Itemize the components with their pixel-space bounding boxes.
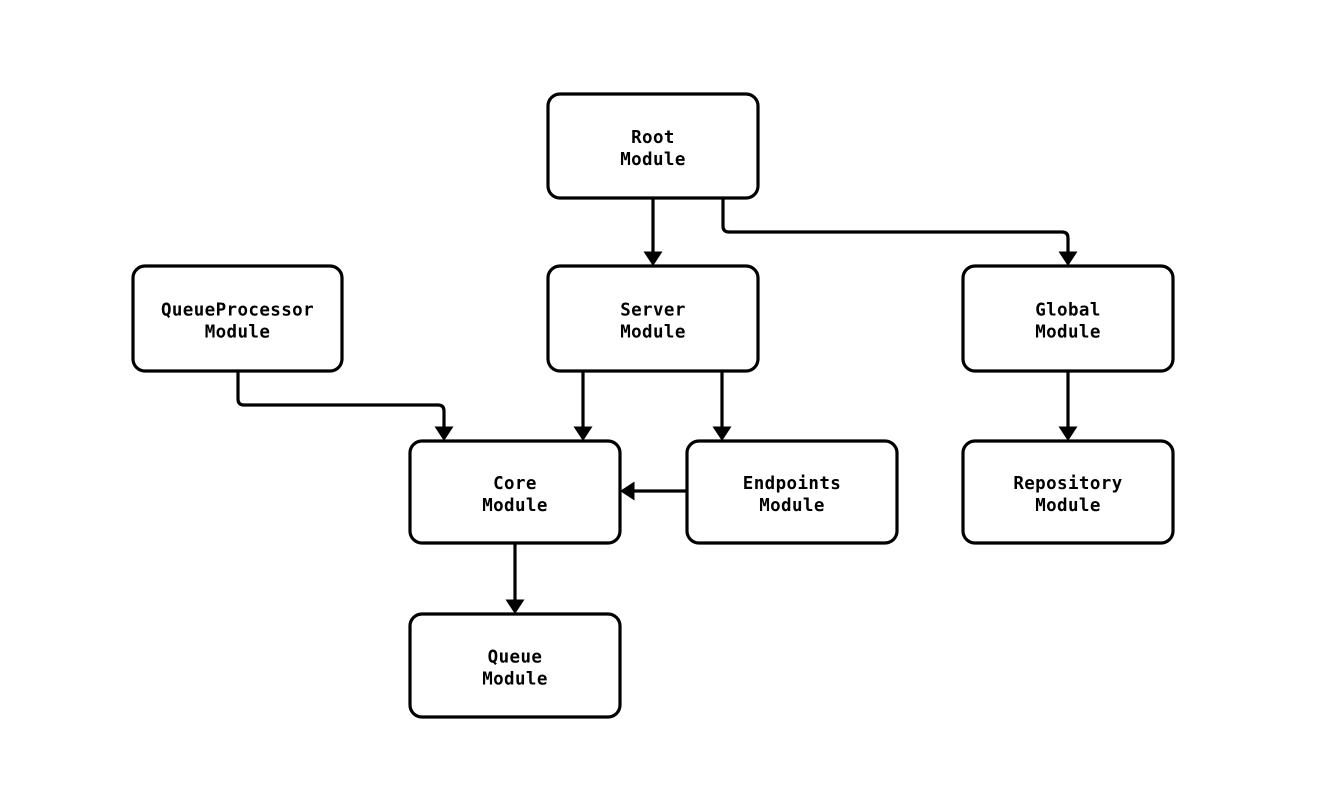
arrow-head-icon bbox=[643, 251, 663, 266]
edge-core-queue: Core Module depends on Queue Module bbox=[505, 543, 525, 614]
node-box-queueprocessor[interactable] bbox=[131, 264, 344, 373]
arrow-head-icon bbox=[573, 426, 593, 441]
edge-endpoints-core: Endpoints Module depends on Core Module bbox=[620, 481, 687, 501]
node-box-endpoints[interactable] bbox=[685, 439, 899, 545]
node-label-name-root: Root bbox=[631, 128, 675, 148]
edge-line-queueprocessor-core bbox=[236, 371, 446, 428]
edge-line-root-global bbox=[721, 198, 1070, 253]
arrow-head-icon bbox=[712, 426, 732, 441]
node-box-global[interactable] bbox=[961, 264, 1175, 373]
node-box-server[interactable] bbox=[546, 264, 760, 373]
node-label-name-queue: Queue bbox=[488, 648, 543, 668]
node-label-name-queueprocessor: QueueProcessor bbox=[161, 301, 314, 321]
node-label-kind-endpoints: Module bbox=[759, 496, 825, 516]
edge-global-repository: Global Module depends on Repository Modu… bbox=[1058, 371, 1078, 441]
edge-server-endpoints: Server Module depends on Endpoints Modul… bbox=[712, 371, 732, 441]
node-label-kind-repository: Module bbox=[1035, 496, 1101, 516]
arrow-head-icon bbox=[1058, 426, 1078, 441]
node-label-name-server: Server bbox=[620, 301, 686, 321]
node-label-name-repository: Repository bbox=[1013, 474, 1122, 494]
node-box-root[interactable] bbox=[546, 92, 760, 200]
nodes-layer: RootModuleQueueProcessorModuleServerModu… bbox=[131, 92, 1175, 719]
node-label-kind-root: Module bbox=[620, 150, 686, 170]
node-box-core[interactable] bbox=[408, 439, 622, 545]
arrow-head-icon bbox=[1058, 251, 1078, 266]
edge-root-global: Root Module depends on Global Module bbox=[721, 198, 1078, 266]
node-box-repository[interactable] bbox=[961, 439, 1175, 545]
node-label-kind-core: Module bbox=[482, 496, 548, 516]
node-label-name-endpoints: Endpoints bbox=[743, 474, 841, 494]
node-label-name-global: Global bbox=[1035, 301, 1101, 321]
arrow-head-icon bbox=[505, 599, 525, 614]
node-label-name-core: Core bbox=[493, 474, 537, 494]
arrow-head-icon bbox=[434, 426, 454, 441]
edges-layer: Root Module depends on Server Module Root… bbox=[236, 198, 1078, 614]
node-label-kind-queueprocessor: Module bbox=[205, 323, 271, 343]
edge-server-core: Server Module depends on Core Module bbox=[573, 371, 593, 441]
edge-queueprocessor-core: QueueProcessor Module depends on Core Mo… bbox=[236, 371, 454, 441]
node-label-kind-queue: Module bbox=[482, 670, 548, 690]
arrow-head-icon bbox=[620, 481, 635, 501]
edge-root-server: Root Module depends on Server Module bbox=[643, 198, 663, 266]
node-label-kind-global: Module bbox=[1035, 323, 1101, 343]
node-label-kind-server: Module bbox=[620, 323, 686, 343]
node-box-queue[interactable] bbox=[408, 612, 622, 719]
